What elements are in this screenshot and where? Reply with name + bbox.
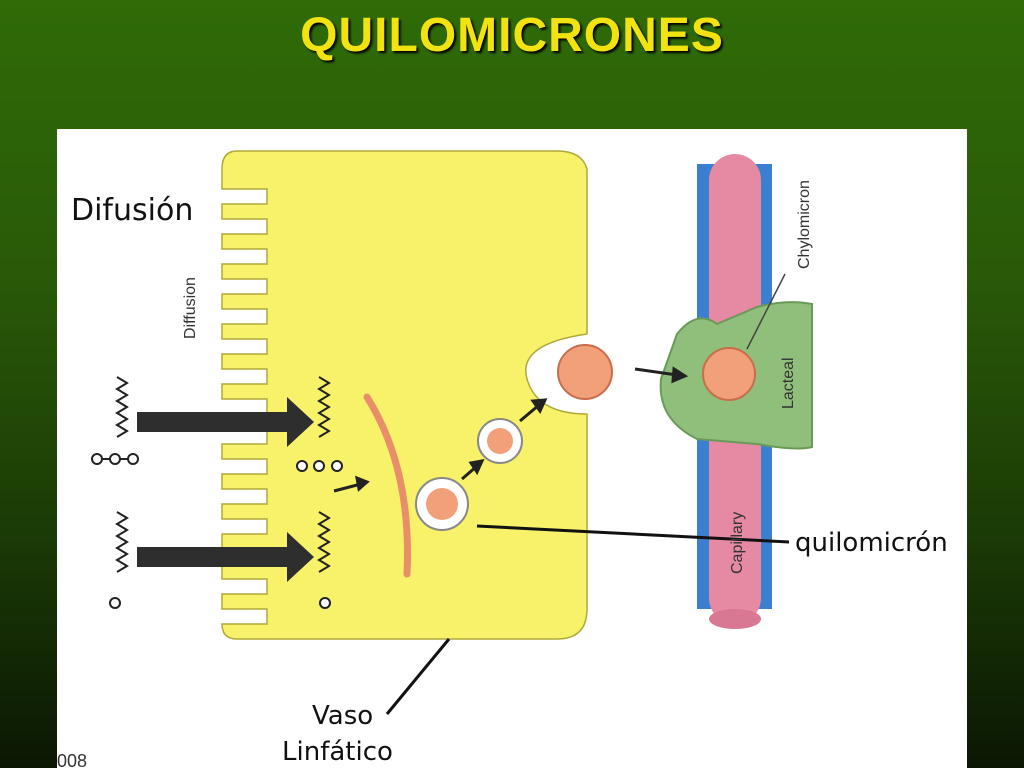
slide-title: QUILOMICRONES bbox=[300, 9, 724, 62]
label-vaso: Vaso bbox=[312, 701, 373, 731]
fatty-acids-inside bbox=[317, 376, 331, 573]
chylomicron-diagram: Difusión Diffusion Chylomicron Lacteal C… bbox=[57, 150, 948, 768]
label-capillary: Capillary bbox=[729, 512, 746, 574]
diffusion-arrows bbox=[137, 397, 314, 582]
glycerol-inside bbox=[296, 460, 343, 609]
pointer-lines bbox=[385, 524, 790, 715]
enterocyte-cell bbox=[221, 150, 588, 640]
endoplasmic-reticulum bbox=[363, 393, 411, 578]
glycerol-outside bbox=[91, 453, 139, 609]
fatty-acids-outside bbox=[115, 376, 129, 573]
label-quilomicron: quilomicrón bbox=[795, 528, 948, 558]
cell-arrows bbox=[333, 366, 689, 493]
label-difusion: Difusión bbox=[71, 193, 193, 228]
label-linfatico: Linfático bbox=[282, 737, 393, 767]
label-corner-fragment: 008 bbox=[57, 751, 87, 768]
diagram-panel: Difusión Diffusion Chylomicron Lacteal C… bbox=[57, 129, 967, 768]
label-chylomicron: Chylomicron bbox=[796, 180, 813, 269]
chylomicron-pointer bbox=[746, 273, 786, 350]
label-diffusion: Diffusion bbox=[182, 277, 199, 339]
label-lacteal: Lacteal bbox=[780, 357, 797, 409]
vesicle-2 bbox=[477, 418, 523, 464]
lacteal-chylomicron bbox=[702, 347, 756, 401]
exocytosis-chylomicron bbox=[557, 344, 613, 400]
vesicle-1 bbox=[415, 477, 469, 531]
